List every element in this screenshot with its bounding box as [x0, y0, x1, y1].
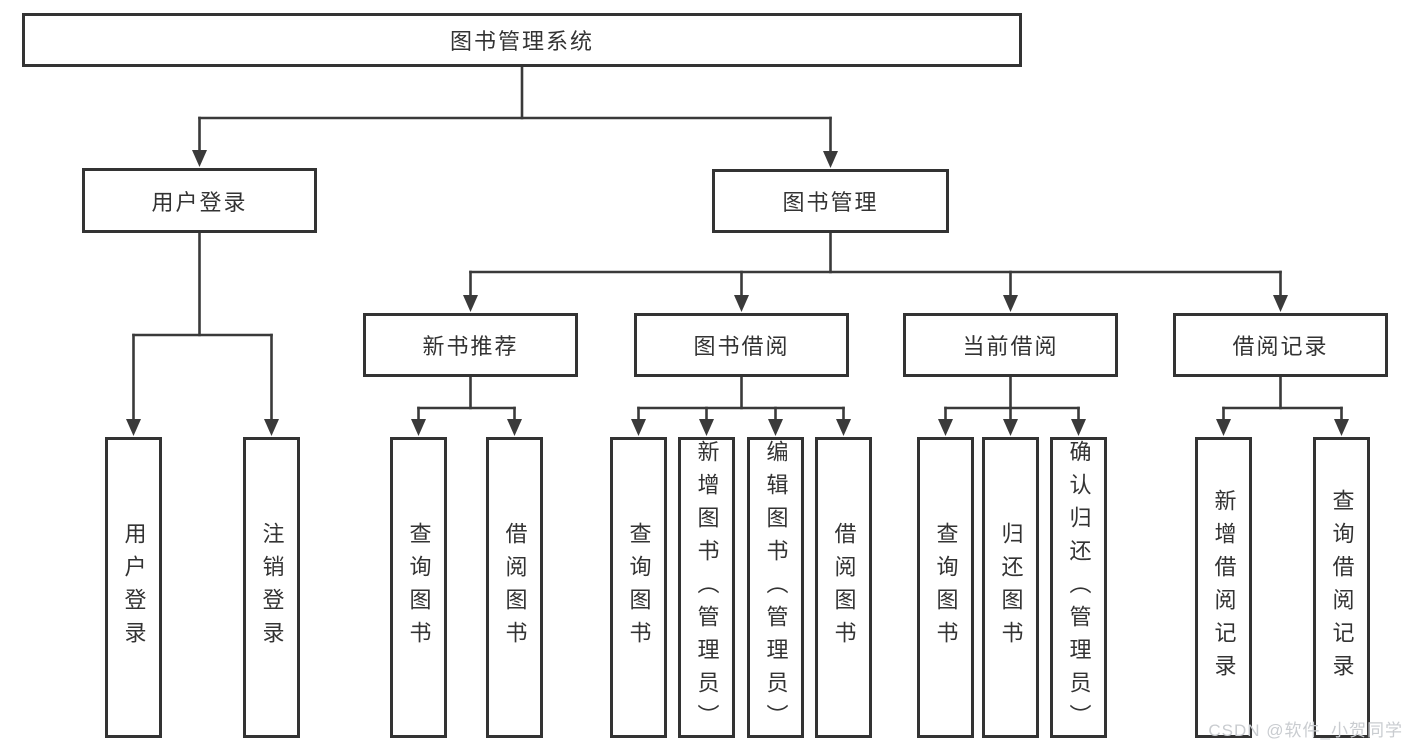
leaf-add-borrow-record: 新增借阅记录: [1195, 437, 1252, 738]
leaf-add-book-admin-label: 新增图书（管理员）: [694, 440, 720, 737]
node-user-login-label: 用户登录: [151, 189, 248, 215]
node-borrow-record-label: 借阅记录: [1232, 334, 1329, 359]
leaf-borrow-book-1: 借阅图书: [486, 437, 543, 738]
leaf-edit-book-admin-label: 编辑图书（管理员）: [763, 440, 789, 737]
leaf-user-login-label: 用户登录: [121, 521, 147, 654]
leaf-query-borrow-record: 查询借阅记录: [1313, 437, 1370, 738]
leaf-query-book-1-label: 查询图书: [406, 521, 432, 654]
leaf-return-book-label: 归还图书: [998, 521, 1024, 654]
node-book-management-label: 图书管理: [782, 190, 879, 215]
node-book-borrow: 图书借阅: [634, 313, 849, 377]
leaf-query-book-1: 查询图书: [390, 437, 447, 738]
leaf-user-login: 用户登录: [105, 437, 162, 738]
leaf-query-book-2-label: 查询图书: [626, 521, 652, 654]
leaf-return-book: 归还图书: [982, 437, 1039, 738]
leaf-query-borrow-record-label: 查询借阅记录: [1329, 488, 1355, 687]
node-current-borrow-label: 当前借阅: [962, 334, 1059, 359]
node-new-book-recommend: 新书推荐: [363, 313, 578, 377]
node-current-borrow: 当前借阅: [903, 313, 1118, 377]
leaf-borrow-book-1-label: 借阅图书: [502, 521, 528, 654]
node-root: 图书管理系统: [22, 13, 1022, 67]
leaf-add-book-admin: 新增图书（管理员）: [678, 437, 735, 738]
node-new-book-recommend-label: 新书推荐: [422, 334, 519, 359]
leaf-query-book-3: 查询图书: [917, 437, 974, 738]
leaf-confirm-return-admin: 确认归还（管理员）: [1050, 437, 1107, 738]
leaf-logout-label: 注销登录: [259, 521, 285, 654]
node-book-management: 图书管理: [712, 169, 949, 233]
leaf-logout: 注销登录: [243, 437, 300, 738]
leaf-query-book-3-label: 查询图书: [933, 521, 959, 654]
node-borrow-record: 借阅记录: [1173, 313, 1388, 377]
node-user-login: 用户登录: [82, 168, 317, 233]
leaf-borrow-book-2: 借阅图书: [815, 437, 872, 738]
leaf-edit-book-admin: 编辑图书（管理员）: [747, 437, 804, 738]
leaf-query-book-2: 查询图书: [610, 437, 667, 738]
leaf-confirm-return-admin-label: 确认归还（管理员）: [1066, 440, 1092, 737]
leaf-add-borrow-record-label: 新增借阅记录: [1211, 488, 1237, 687]
node-book-borrow-label: 图书借阅: [693, 334, 790, 359]
node-root-label: 图书管理系统: [449, 29, 594, 54]
leaf-borrow-book-2-label: 借阅图书: [831, 521, 857, 654]
csdn-watermark: CSDN @软件_小贺同学: [1208, 721, 1403, 740]
